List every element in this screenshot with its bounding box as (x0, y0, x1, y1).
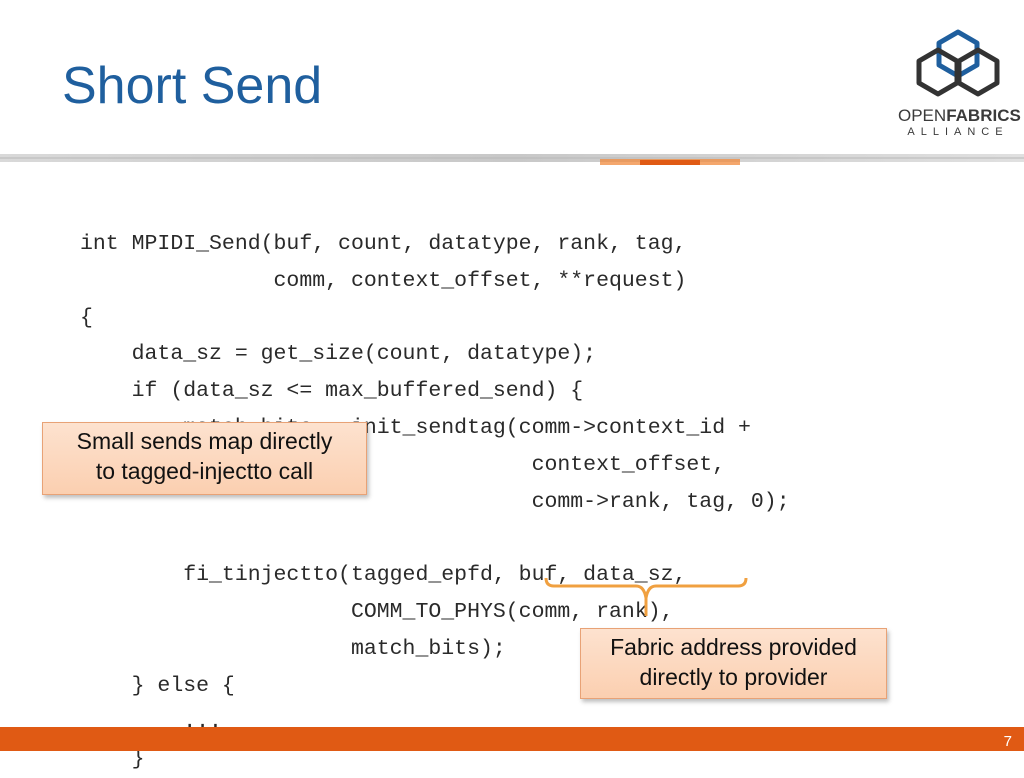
logo-wordmark: OPENFABRICS (898, 106, 1021, 126)
logo-fabrics: FABRICS (946, 106, 1021, 125)
code-line: fi_tinjectto(tagged_epfd, buf, data_sz, (80, 563, 687, 588)
code-line: ​ (80, 520, 790, 557)
slide-title: Short Send (62, 57, 323, 115)
header-rule (0, 154, 1024, 165)
brace-icon (544, 577, 748, 616)
logo-alliance: ALLIANCE (907, 126, 1009, 138)
code-line: if (data_sz <= max_buffered_send) { (80, 379, 584, 404)
callout-fabric-address: Fabric address provided directly to prov… (580, 628, 887, 699)
callout-line: to tagged-injectto call (95, 458, 314, 484)
code-line: COMM_TO_PHYS(comm, rank), (80, 599, 674, 624)
hexagon-logo-icon (916, 29, 1000, 97)
code-line: data_sz = get_size(count, datatype); (80, 342, 597, 367)
code-line: comm, context_offset, **request) (80, 268, 687, 293)
code-line: context_offset, (80, 452, 726, 477)
code-line: } (80, 747, 145, 772)
page-number: 7 (1003, 733, 1012, 750)
code-line: int MPIDI_Send(buf, count, datatype, ran… (80, 232, 687, 256)
callout-line: directly to provider (639, 664, 828, 690)
code-line: { (80, 305, 93, 330)
callout-line: Small sends map directly (76, 428, 333, 454)
code-line: } else { (80, 673, 235, 698)
callout-small-sends: Small sends map directly to tagged-injec… (42, 422, 367, 495)
logo-open: OPEN (898, 106, 947, 125)
code-line: match_bits); (80, 636, 506, 661)
openfabrics-logo: OPENFABRICS ALLIANCE (898, 28, 1021, 140)
code-line: comm->rank, tag, 0); (80, 489, 790, 514)
callout-line: Fabric address provided (610, 634, 857, 660)
footer-bar (0, 727, 1024, 751)
